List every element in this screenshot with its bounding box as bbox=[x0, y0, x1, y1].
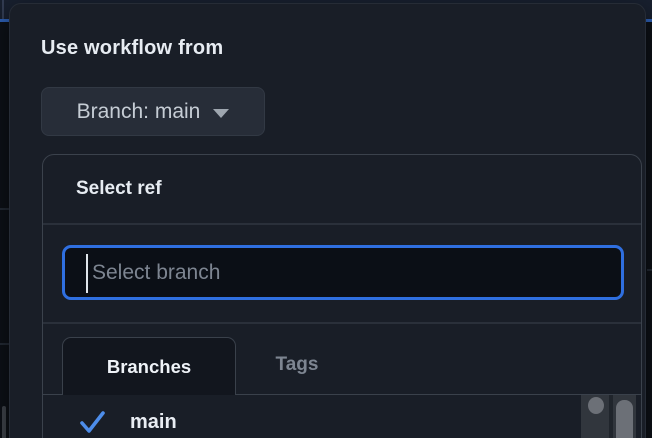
ref-picker-title: Select ref bbox=[76, 178, 162, 199]
branch-list-item-main[interactable]: main bbox=[43, 395, 581, 438]
ref-search-input[interactable] bbox=[62, 245, 624, 300]
scrollbar-thumb[interactable] bbox=[616, 400, 633, 438]
page-divider bbox=[0, 343, 9, 345]
run-workflow-dropdown: Use workflow from Branch: main Select re… bbox=[9, 3, 646, 438]
scrollbar-gap bbox=[609, 395, 613, 438]
divider bbox=[43, 223, 641, 225]
text-cursor bbox=[86, 254, 88, 293]
page-divider bbox=[647, 269, 652, 271]
dialog-title: Use workflow from bbox=[41, 37, 224, 59]
ref-type-tabbar: Branches Tags bbox=[43, 322, 641, 395]
tab-branches[interactable]: Branches bbox=[62, 337, 236, 395]
scrollbar-track bbox=[613, 395, 636, 438]
ref-picker-panel: Select ref Branches Tags mai bbox=[42, 154, 642, 438]
tab-tags[interactable]: Tags bbox=[217, 337, 377, 393]
scrollbar-thumb[interactable] bbox=[588, 397, 604, 414]
divider bbox=[43, 322, 641, 324]
scrollbar-track bbox=[581, 395, 609, 438]
branch-selector-button[interactable]: Branch: main bbox=[41, 87, 265, 136]
tab-tags-label: Tags bbox=[275, 354, 319, 375]
page-divider bbox=[0, 208, 9, 210]
dropdown-caret-icon bbox=[213, 108, 230, 118]
branch-name: main bbox=[130, 411, 177, 433]
branch-list: main bbox=[43, 395, 641, 438]
tab-branches-label: Branches bbox=[106, 355, 192, 377]
tabbar-baseline bbox=[43, 393, 641, 395]
page-edge-band bbox=[2, 406, 6, 438]
branch-selector-label: Branch: main bbox=[76, 99, 201, 123]
check-icon bbox=[80, 411, 105, 433]
page-edge-line bbox=[2, 0, 4, 19]
